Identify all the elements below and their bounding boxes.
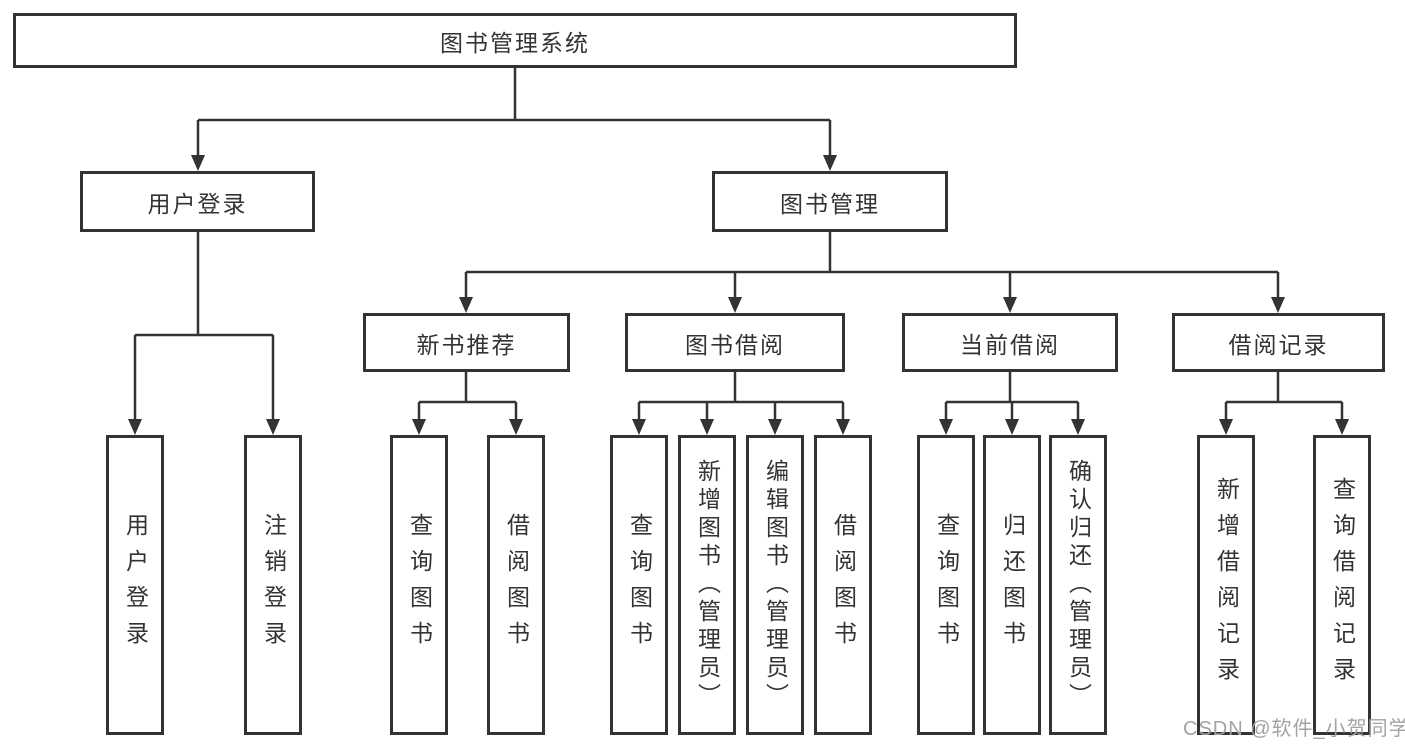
node-query-books-borrowing-label: 查询图书 bbox=[626, 513, 653, 657]
node-root-label: 图书管理系统 bbox=[440, 29, 590, 56]
node-borrow-books-borrowing-label: 借阅图书 bbox=[830, 513, 857, 657]
node-new-book-recommend-label: 新书推荐 bbox=[416, 331, 517, 358]
node-borrow-books-borrowing: 借阅图书 bbox=[814, 435, 872, 735]
node-return-books-label: 归还图书 bbox=[999, 513, 1026, 657]
node-root: 图书管理系统 bbox=[13, 13, 1017, 68]
node-user-login: 用户登录 bbox=[80, 171, 315, 232]
node-new-book-recommend: 新书推荐 bbox=[363, 313, 570, 372]
node-add-books-admin: 新增图书（管理员） bbox=[678, 435, 736, 735]
node-add-borrow-record: 新增借阅记录 bbox=[1197, 435, 1255, 735]
node-add-books-admin-label: 新增图书（管理员） bbox=[694, 459, 721, 711]
node-book-borrowing-label: 图书借阅 bbox=[685, 331, 785, 358]
node-borrowing-records-label: 借阅记录 bbox=[1228, 331, 1329, 358]
node-query-books-current-label: 查询图书 bbox=[933, 513, 960, 657]
node-book-borrowing: 图书借阅 bbox=[625, 313, 845, 372]
node-book-management: 图书管理 bbox=[712, 171, 948, 232]
node-query-borrow-record-label: 查询借阅记录 bbox=[1329, 477, 1356, 693]
node-confirm-return-admin-label: 确认归还（管理员） bbox=[1065, 459, 1092, 711]
node-borrowing-records: 借阅记录 bbox=[1172, 313, 1385, 372]
connector-paths bbox=[133, 68, 1344, 421]
node-confirm-return-admin: 确认归还（管理员） bbox=[1049, 435, 1107, 735]
node-add-borrow-record-label: 新增借阅记录 bbox=[1213, 477, 1240, 693]
node-query-books-borrowing: 查询图书 bbox=[610, 435, 668, 735]
node-query-books-recommend: 查询图书 bbox=[390, 435, 448, 735]
watermark-text: CSDN @软件_小贺同学 bbox=[1183, 718, 1405, 740]
node-user-login-label: 用户登录 bbox=[147, 190, 248, 217]
node-current-borrowing-label: 当前借阅 bbox=[960, 331, 1060, 358]
node-borrow-books-recommend: 借阅图书 bbox=[487, 435, 545, 735]
node-return-books: 归还图书 bbox=[983, 435, 1041, 735]
node-edit-books-admin: 编辑图书（管理员） bbox=[746, 435, 804, 735]
node-borrow-books-recommend-label: 借阅图书 bbox=[503, 513, 530, 657]
node-query-borrow-record: 查询借阅记录 bbox=[1313, 435, 1371, 735]
node-edit-books-admin-label: 编辑图书（管理员） bbox=[762, 459, 789, 711]
node-leaf-user-login: 用户登录 bbox=[106, 435, 164, 735]
node-query-books-current: 查询图书 bbox=[917, 435, 975, 735]
node-current-borrowing: 当前借阅 bbox=[902, 313, 1118, 372]
node-leaf-logout-label: 注销登录 bbox=[260, 513, 287, 657]
node-book-management-label: 图书管理 bbox=[780, 190, 880, 217]
node-query-books-recommend-label: 查询图书 bbox=[406, 513, 433, 657]
node-leaf-logout: 注销登录 bbox=[244, 435, 302, 735]
node-leaf-user-login-label: 用户登录 bbox=[122, 513, 149, 657]
arrowheads bbox=[128, 155, 1349, 435]
